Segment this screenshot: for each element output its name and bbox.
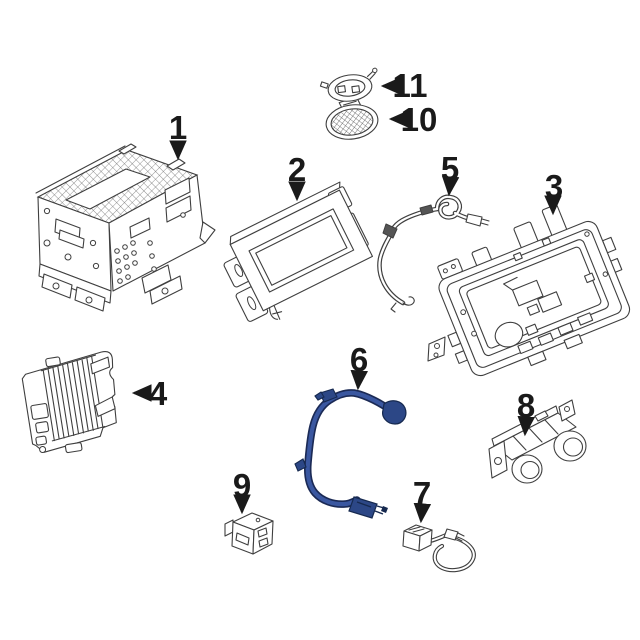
callout-8-arrow (517, 415, 536, 437)
part-radio-receiver-drawing (35, 143, 216, 312)
callout-7-label: 7 (413, 475, 431, 512)
part-amplifier-drawing (21, 351, 117, 454)
callout-4-label: 4 (149, 375, 168, 412)
part-control-knobs-drawing (488, 399, 587, 484)
callout-7-arrow (413, 502, 432, 524)
callout-9-label: 9 (233, 467, 251, 504)
vent-holes (114, 212, 186, 284)
callout-6-arrow (350, 369, 369, 391)
part-display-screen-drawing (223, 181, 373, 322)
part-interface-module-drawing (224, 512, 274, 555)
part-retainer-ring-drawing (319, 67, 378, 102)
heatsink-fins (40, 354, 106, 442)
callout-11-label: 11 (393, 67, 428, 104)
callout-2-label: 2 (288, 151, 306, 188)
callout-5-label: 5 (441, 150, 459, 187)
callout-6-label: 6 (350, 341, 368, 378)
part-jack-cable-drawing (402, 524, 476, 573)
callout-3-label: 3 (545, 168, 563, 205)
callout-arrows (131, 77, 562, 524)
callout-labels: 1 2 3 4 5 6 7 8 9 10 11 (149, 67, 563, 512)
part-speaker-grille-drawing (325, 96, 379, 140)
part-mounting-frame-drawing (427, 204, 631, 377)
part-wiring-harness-drawing (294, 388, 407, 519)
callout-8-label: 8 (517, 387, 535, 424)
callout-10-label: 10 (401, 101, 438, 138)
callout-5-arrow (441, 175, 460, 197)
callout-1-label: 1 (169, 109, 187, 146)
part-antenna-cable-drawing (377, 194, 490, 313)
